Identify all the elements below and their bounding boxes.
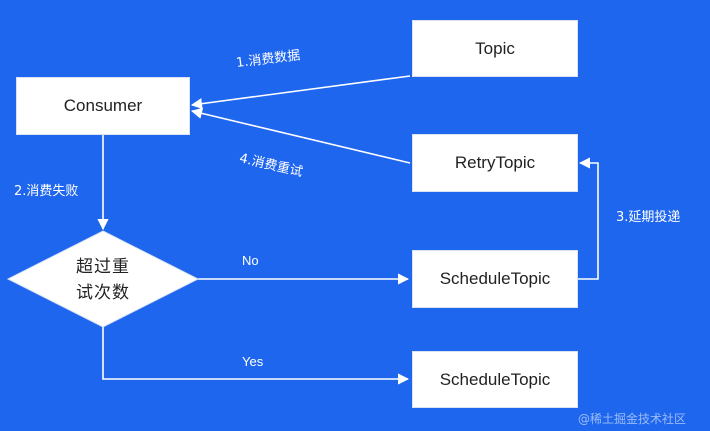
schedule-topic-yes-label: ScheduleTopic — [439, 369, 551, 389]
edge-delayed-delivery — [578, 157, 599, 280]
consumer-label: Consumer — [63, 96, 143, 115]
decision-diamond — [6, 230, 200, 328]
edge-label-delayed-delivery: 3.延期投递 — [616, 210, 681, 225]
watermark: @稀土掘金技术社区 — [578, 412, 687, 426]
edge-label-no: No — [242, 253, 259, 268]
schedule-topic-node-no: ScheduleTopic — [412, 250, 578, 308]
topic-node: Topic — [412, 20, 578, 77]
retry-topic-label: RetryTopic — [454, 153, 536, 172]
schedule-topic-no-label: ScheduleTopic — [439, 269, 551, 288]
decision-label: 超过重 试次数 — [58, 254, 148, 306]
edge-consume-retry — [190, 107, 411, 164]
topic-label: Topic — [475, 38, 515, 58]
edge-label-yes: Yes — [242, 354, 264, 369]
retry-topic-node: RetryTopic — [412, 134, 578, 192]
edge-yes — [102, 327, 410, 385]
edge-consume-data — [190, 75, 411, 110]
edge-label-consume-fail: 2.消费失败 — [14, 184, 79, 199]
consumer-node: Consumer — [16, 77, 190, 135]
decision-label-line1: 超过重 — [76, 257, 130, 277]
schedule-topic-node-yes: ScheduleTopic — [412, 351, 578, 408]
decision-label-line2: 试次数 — [76, 283, 130, 303]
